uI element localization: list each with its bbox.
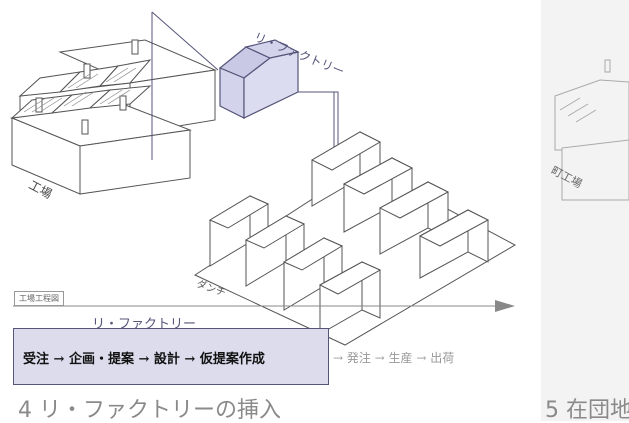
process-timeline-arrow <box>13 300 515 312</box>
right-factory-sketch <box>554 59 629 201</box>
danchi-blocks-drawing <box>193 131 517 346</box>
caption-figure-5: 5 在団地 <box>545 398 629 423</box>
refactory-process-box <box>13 328 329 385</box>
process-legend-tag: 工場工程図 <box>14 291 64 306</box>
caption-figure-4: 4 リ・ファクトリーの挿入 <box>18 398 281 423</box>
process-flow-outside: → 発注 → 生産 → 出荷 <box>333 351 455 365</box>
process-flow-inside: 受注 → 企画・提案 → 設計 → 仮提案作成 <box>23 352 265 367</box>
refactory-house-drawing <box>218 39 300 119</box>
factory-building-drawing <box>10 39 217 195</box>
